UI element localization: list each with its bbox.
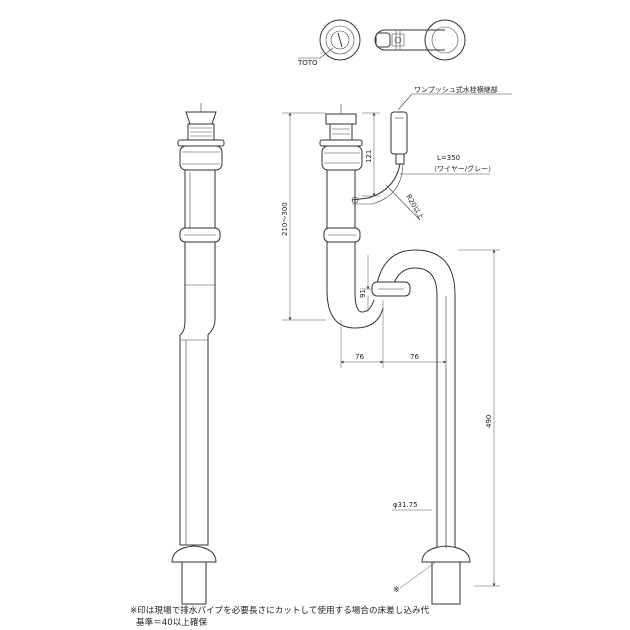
dim-76-right-label: 76 <box>410 353 419 361</box>
wire-length-label: L=350 <box>437 154 460 162</box>
dim-121-label: 121 <box>365 150 373 163</box>
dimensions <box>282 112 500 589</box>
dim-490-label: 490 <box>485 415 493 428</box>
side-view-left <box>171 103 225 605</box>
wire-desc-label: （ワイヤー/グレー） <box>430 164 495 173</box>
brand-label: TOTO <box>297 59 318 67</box>
labels: ワンプッシュ式水栓横継部 L=350 （ワイヤー/グレー） R20以上 210～… <box>281 85 498 594</box>
note-line-2: 基準＝40以上確保 <box>136 618 208 628</box>
height-range-label: 210～300 <box>281 202 289 236</box>
valve-name-label: ワンプッシュ式水栓横継部 <box>414 85 498 94</box>
note-line-1: ※印は現場で排水パイプを必要長さにカットして使用する場合の床差し込み代 <box>130 606 430 616</box>
side-view-right <box>319 93 512 605</box>
diameter-label: φ31.75 <box>393 501 418 509</box>
asterisk-mark: ※ <box>393 585 400 594</box>
dim-76-left-label: 76 <box>355 353 364 361</box>
dim-91-label: 91 <box>359 289 367 298</box>
top-view: TOTO <box>297 19 466 67</box>
